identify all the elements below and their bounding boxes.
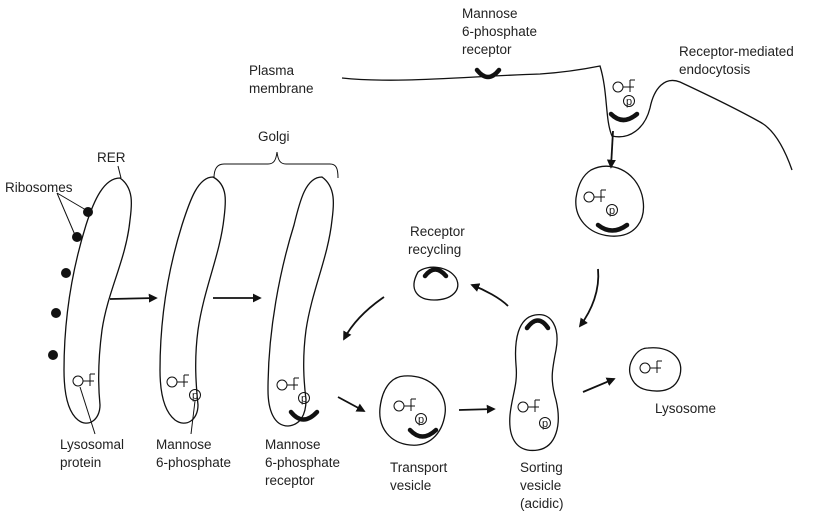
lysosome-protein — [640, 361, 662, 373]
arrow-to-lysosome — [583, 379, 614, 392]
receptor-mediated-label: Receptor-mediated endocytosis — [679, 44, 798, 77]
lysosome-label: Lysosome — [655, 401, 716, 416]
membrane-receptor — [477, 70, 499, 77]
transport-vesicle-receptor — [410, 430, 436, 437]
golgi-1-protein: p — [167, 375, 201, 402]
rer-pointer — [118, 166, 121, 178]
mpr-bottom-label: Mannose 6-phosphate receptor — [265, 437, 344, 488]
arrow-recycling-to-golgi — [344, 297, 384, 339]
recycling-vesicle — [414, 267, 458, 300]
svg-text:p: p — [542, 418, 548, 430]
lysosomal-protein-label: Lysosomal protein — [60, 437, 128, 470]
arrow-endocytosis — [611, 131, 613, 167]
sorting-vesicle — [510, 315, 559, 451]
rer-label: RER — [97, 150, 126, 165]
endocytic-vesicle-receptor — [598, 225, 627, 231]
endocytic-vesicle-protein: p — [584, 190, 618, 217]
endocytosed-protein: p — [613, 80, 635, 108]
lysosomal-protein-pointer — [80, 387, 95, 434]
mpr-top-label: Mannose 6-phosphate receptor — [462, 6, 541, 57]
recycling-vesicle-receptor — [425, 270, 446, 277]
golgi-cisterna-2 — [268, 177, 333, 426]
svg-text:p: p — [609, 205, 615, 217]
arrow-to-recycling — [472, 285, 508, 306]
golgi-label: Golgi — [258, 129, 290, 144]
sorting-vesicle-receptor — [527, 321, 548, 329]
pit-receptor — [611, 114, 637, 120]
golgi-brace — [214, 152, 338, 178]
arrow-golgi-to-transport — [338, 397, 364, 411]
receptor-recycling-label: Receptor recycling — [408, 224, 469, 257]
transport-vesicle-label: Transport vesicle — [390, 460, 451, 493]
svg-text:p: p — [626, 96, 632, 108]
ribosomes-label: Ribosomes — [5, 180, 73, 195]
sorting-vesicle-label: Sorting vesicle (acidic) — [520, 460, 567, 511]
arrow-transport-to-sorting — [459, 409, 494, 410]
rer-compartment — [64, 178, 131, 423]
svg-text:p: p — [192, 390, 198, 402]
svg-text:p: p — [301, 393, 307, 405]
lysosomal-protein-rer — [73, 374, 95, 386]
plasma-membrane — [342, 66, 792, 170]
svg-text:p: p — [418, 414, 424, 426]
sorting-vesicle-protein: p — [518, 400, 551, 430]
arrow-rer-to-golgi — [110, 298, 156, 299]
mannose-6-phosphate-label: Mannose 6-phosphate — [156, 437, 231, 470]
arrow-to-sorting — [580, 269, 598, 326]
transport-vesicle-protein: p — [394, 399, 427, 426]
lysosome-compartment — [630, 348, 681, 391]
ribosomes-pointers — [57, 193, 86, 235]
plasma-membrane-label: Plasma membrane — [249, 63, 314, 96]
ribosome-dots — [48, 207, 93, 360]
